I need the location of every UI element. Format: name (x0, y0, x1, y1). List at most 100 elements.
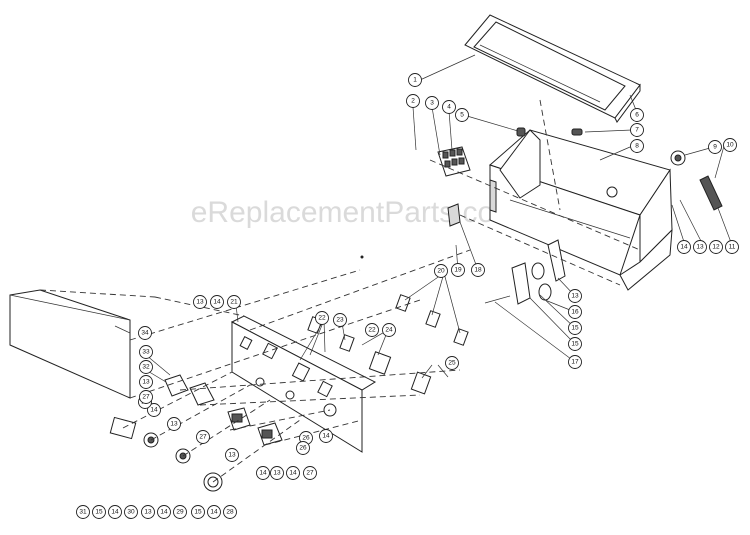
callout-balloon: 20 (434, 264, 448, 278)
callout-balloon: 15 (568, 321, 582, 335)
callout-balloon: 32 (139, 360, 153, 374)
callout-balloon: 14 (256, 466, 270, 480)
svg-text:34: 34 (141, 330, 149, 337)
assembly-lines (39, 99, 641, 483)
svg-text:14: 14 (150, 407, 158, 414)
callout-balloon: 27 (139, 390, 153, 404)
svg-text:15: 15 (571, 341, 579, 348)
svg-text:28: 28 (226, 509, 234, 516)
svg-text:14: 14 (289, 470, 297, 477)
svg-text:15: 15 (571, 325, 579, 332)
svg-text:14: 14 (213, 299, 221, 306)
callout-balloon: 14 (147, 403, 161, 417)
svg-text:14: 14 (680, 244, 688, 251)
svg-text:32: 32 (142, 364, 150, 371)
callout-balloon: 24 (382, 323, 396, 337)
svg-text:25: 25 (448, 360, 456, 367)
side-cover-panel (9, 289, 131, 399)
callout-balloon: 19 (451, 263, 465, 277)
svg-text:3: 3 (430, 100, 434, 107)
main-enclosure (489, 129, 673, 291)
callout-balloon: 14 (286, 466, 300, 480)
callout-balloon: 10 (723, 138, 737, 152)
svg-text:15: 15 (194, 509, 202, 516)
callout-balloon: 14 (677, 240, 691, 254)
mounting-brackets (484, 239, 566, 305)
callout-balloon: 13 (141, 505, 155, 519)
callout-balloon: 13 (693, 240, 707, 254)
svg-text:13: 13 (571, 293, 579, 300)
callout-balloon: 7 (630, 123, 644, 137)
leader-lines (114, 54, 733, 383)
svg-text:14: 14 (210, 509, 218, 516)
svg-text:15: 15 (95, 509, 103, 516)
svg-text:17: 17 (571, 359, 579, 366)
svg-text:27: 27 (306, 470, 314, 477)
callout-balloon: 14 (108, 505, 122, 519)
svg-text:12: 12 (712, 244, 720, 251)
callout-balloon: 13 (139, 375, 153, 389)
callout-balloon: 25 (445, 356, 459, 370)
svg-text:13: 13 (228, 452, 236, 459)
callout-balloon: 29 (173, 505, 187, 519)
callout-balloon: 14 (207, 505, 221, 519)
svg-text:16: 16 (571, 309, 579, 316)
svg-text:5: 5 (460, 112, 464, 119)
svg-text:13: 13 (273, 470, 281, 477)
svg-text:27: 27 (199, 434, 207, 441)
relay-board (447, 203, 461, 227)
svg-text:13: 13 (142, 379, 150, 386)
callout-balloon: 3 (425, 96, 439, 110)
svg-text:27: 27 (142, 394, 150, 401)
svg-text:33: 33 (142, 349, 150, 356)
svg-text:14: 14 (322, 433, 330, 440)
callout-balloon: 22 (365, 323, 379, 337)
svg-text:14: 14 (160, 509, 168, 516)
svg-text:6: 6 (635, 112, 639, 119)
svg-text:13: 13 (170, 421, 178, 428)
callout-balloon: 13 (568, 289, 582, 303)
callout-balloon: 27 (303, 466, 317, 480)
svg-text:2: 2 (411, 98, 415, 105)
svg-text:1: 1 (413, 77, 417, 84)
callout-balloon: 33 (139, 345, 153, 359)
svg-text:20: 20 (437, 268, 445, 275)
terminal-block (437, 146, 471, 177)
svg-text:8: 8 (635, 143, 639, 150)
callout-balloon: 31 (76, 505, 90, 519)
svg-text:11: 11 (729, 244, 736, 251)
callout-balloon: 9 (708, 140, 722, 154)
svg-text:22: 22 (368, 327, 376, 334)
callout-balloon: 15 (568, 337, 582, 351)
callout-balloon: 28 (223, 505, 237, 519)
callout-balloon: 13 (225, 448, 239, 462)
callout-balloon: 16 (568, 305, 582, 319)
callout-balloon: 5 (455, 108, 469, 122)
svg-text:14: 14 (111, 509, 119, 516)
callout-balloon: 11 (725, 240, 739, 254)
svg-text:13: 13 (196, 299, 204, 306)
callout-balloon: 15 (191, 505, 205, 519)
svg-text:7: 7 (635, 127, 639, 134)
svg-text:24: 24 (385, 327, 393, 334)
svg-text:26: 26 (302, 435, 310, 442)
callout-balloon: 17 (568, 355, 582, 369)
callout-balloon: 14 (319, 429, 333, 443)
hardware-small-parts (437, 127, 723, 305)
callout-balloon: 18 (471, 263, 485, 277)
callout-balloon: 13 (167, 417, 181, 431)
callout-balloon: 4 (442, 100, 456, 114)
callout-balloon: 13 (193, 295, 207, 309)
top-cover (464, 14, 641, 123)
callout-balloon: 6 (630, 108, 644, 122)
callout-balloon: 30 (124, 505, 138, 519)
callout-balloon: 22 (315, 311, 329, 325)
callout-balloon: 8 (630, 139, 644, 153)
callout-balloon: 14 (157, 505, 171, 519)
svg-text:31: 31 (79, 509, 87, 516)
svg-text:4: 4 (447, 104, 451, 111)
svg-text:29: 29 (176, 509, 184, 516)
reference-dot (360, 255, 364, 259)
rectifier-component (670, 150, 723, 211)
